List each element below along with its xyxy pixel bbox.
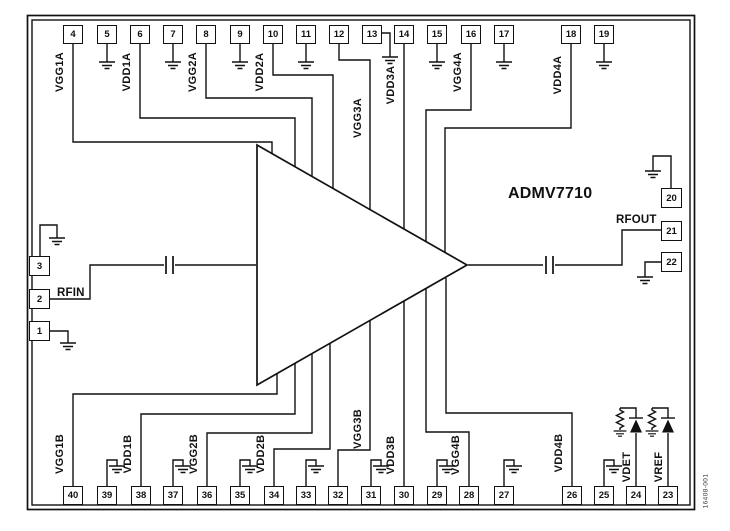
pin-box-40: 40 (63, 486, 83, 505)
pin-label-vgg4a: VGG4A (452, 51, 464, 93)
pin-label-vdd1b: VDD1B (122, 434, 134, 474)
bottom-ground-connections (106, 459, 615, 486)
pin-box-20: 20 (661, 188, 682, 208)
rf-input-path (50, 256, 256, 300)
diode-icon (662, 419, 674, 433)
pin-box-26: 26 (562, 486, 582, 505)
rfout-label: RFOUT (616, 214, 657, 226)
ground-icon (636, 276, 654, 285)
pin-box-29: 29 (427, 486, 447, 505)
pin-label-vref: VREF (653, 451, 665, 483)
part-number-label: ADMV7710 (508, 185, 593, 202)
vref-reference-circuit (646, 407, 675, 486)
pin-box-32: 32 (328, 486, 348, 505)
pin-label-vgg2a: VGG2A (187, 51, 199, 93)
pin-box-12: 12 (329, 25, 349, 44)
pin-box-8: 8 (196, 25, 216, 44)
pin-label-vgg2b: VGG2B (188, 433, 200, 475)
amplifier-symbol (256, 143, 469, 387)
pin-box-9: 9 (230, 25, 250, 44)
pin-box-16: 16 (461, 25, 481, 44)
pin-box-24: 24 (626, 486, 646, 505)
ground-icon (98, 56, 613, 70)
pin-box-4: 4 (63, 25, 83, 44)
pin-box-17: 17 (494, 25, 514, 44)
resistor-icon (646, 408, 658, 430)
pin-box-19: 19 (594, 25, 614, 44)
diode-icon (630, 419, 642, 433)
pin-box-6: 6 (130, 25, 150, 44)
resistor-icon (614, 408, 626, 430)
pin-label-vdd2a: VDD2A (254, 52, 266, 92)
ground-icon (48, 237, 66, 246)
left-ground-connections (39, 224, 69, 343)
pin-box-7: 7 (163, 25, 183, 44)
top-bias-wires (72, 44, 572, 253)
rf-output-path (468, 229, 661, 274)
pin-box-11: 11 (296, 25, 316, 44)
pin-box-38: 38 (131, 486, 151, 505)
pin-box-36: 36 (197, 486, 217, 505)
pin-box-23: 23 (658, 486, 678, 505)
vdet-detector-circuit (614, 407, 643, 486)
bottom-bias-wires (72, 278, 573, 486)
capacitor-icon (165, 256, 174, 274)
pin-box-31: 31 (361, 486, 381, 505)
pin-box-5: 5 (97, 25, 117, 44)
capacitor-icon (545, 256, 554, 274)
pin-box-22: 22 (661, 252, 682, 272)
pin-box-2: 2 (29, 289, 50, 309)
pin-label-vdd4a: VDD4A (552, 55, 564, 95)
pin-label-vdd3b: VDD3B (385, 435, 397, 475)
ground-icon (59, 342, 77, 351)
pin-box-37: 37 (163, 486, 183, 505)
pin-label-vdet: VDET (621, 451, 633, 483)
pin-box-27: 27 (494, 486, 514, 505)
pin-label-vdd1a: VDD1A (121, 52, 133, 92)
pin-box-28: 28 (459, 486, 479, 505)
pin-box-1: 1 (29, 321, 50, 341)
pin-label-vgg1b: VGG1B (54, 433, 66, 475)
pin-label-vgg4b: VGG4B (450, 434, 462, 476)
pin-box-14: 14 (394, 25, 414, 44)
pin-label-vgg3b: VGG3B (352, 408, 364, 450)
pin-box-13: 13 (362, 25, 382, 44)
pin-label-vdd4b: VDD4B (553, 433, 565, 473)
ground-icon (644, 170, 662, 179)
pin-label-vgg3a: VGG3A (352, 97, 364, 139)
pin-box-35: 35 (230, 486, 250, 505)
ground-icon (644, 430, 660, 437)
ground-icon (108, 465, 623, 474)
pin-box-18: 18 (561, 25, 581, 44)
pin-box-3: 3 (29, 256, 50, 276)
pin-label-vdd2b: VDD2B (255, 434, 267, 474)
pin-box-30: 30 (394, 486, 414, 505)
pin-box-39: 39 (97, 486, 117, 505)
ground-icon (613, 430, 628, 437)
pin-box-10: 10 (263, 25, 283, 44)
pin-box-15: 15 (427, 25, 447, 44)
top-ground-connections (106, 32, 605, 62)
pin-box-21: 21 (661, 221, 682, 241)
pin-label-vdd3a: VDD3A (385, 65, 397, 105)
rfin-label: RFIN (57, 287, 85, 299)
right-ground-connections (644, 155, 672, 277)
pin-label-vgg1a: VGG1A (54, 51, 66, 93)
pin-box-33: 33 (296, 486, 316, 505)
pin-box-34: 34 (264, 486, 284, 505)
pin-box-25: 25 (594, 486, 614, 505)
figure-number: 16408-001 (702, 473, 710, 509)
